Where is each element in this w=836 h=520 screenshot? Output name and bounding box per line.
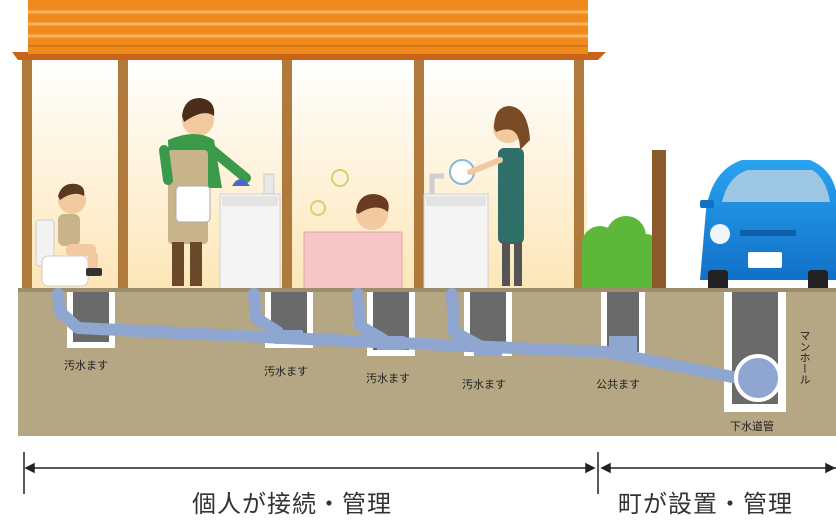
car: [700, 160, 836, 290]
bathing-figure: [356, 194, 389, 230]
bathtub: [303, 231, 403, 291]
ground-surface: [18, 288, 836, 292]
basin-label-2: 汚水ます: [264, 365, 308, 378]
house-posts: [22, 60, 584, 292]
basin-label-3: 汚水ます: [366, 372, 410, 385]
washing-machine: [219, 173, 281, 291]
hedge: [582, 216, 660, 290]
ground: [18, 290, 836, 436]
public-management-label: 町が設置・管理: [618, 490, 793, 518]
roof: [12, 0, 606, 60]
father-figure: [159, 98, 251, 286]
child-figure: [58, 183, 102, 276]
drain-pipes: [52, 288, 764, 388]
mother-figure: [449, 106, 530, 286]
basin-label-4: 汚水ます: [462, 378, 506, 391]
wooden-post: [652, 150, 666, 292]
private-management-label: 個人が接続・管理: [192, 490, 392, 518]
toilet: [35, 219, 89, 287]
kitchen-sink: [423, 173, 489, 291]
public-basin-label: 公共ます: [596, 378, 640, 391]
sewer-main-label: 下水道管: [730, 420, 774, 433]
sewer-main-pipe: [734, 354, 782, 402]
steam: [310, 169, 349, 216]
basin-label-1: 汚水ます: [64, 359, 108, 372]
manhole-label: マンホール: [798, 330, 811, 385]
management-brackets: [23, 452, 836, 494]
